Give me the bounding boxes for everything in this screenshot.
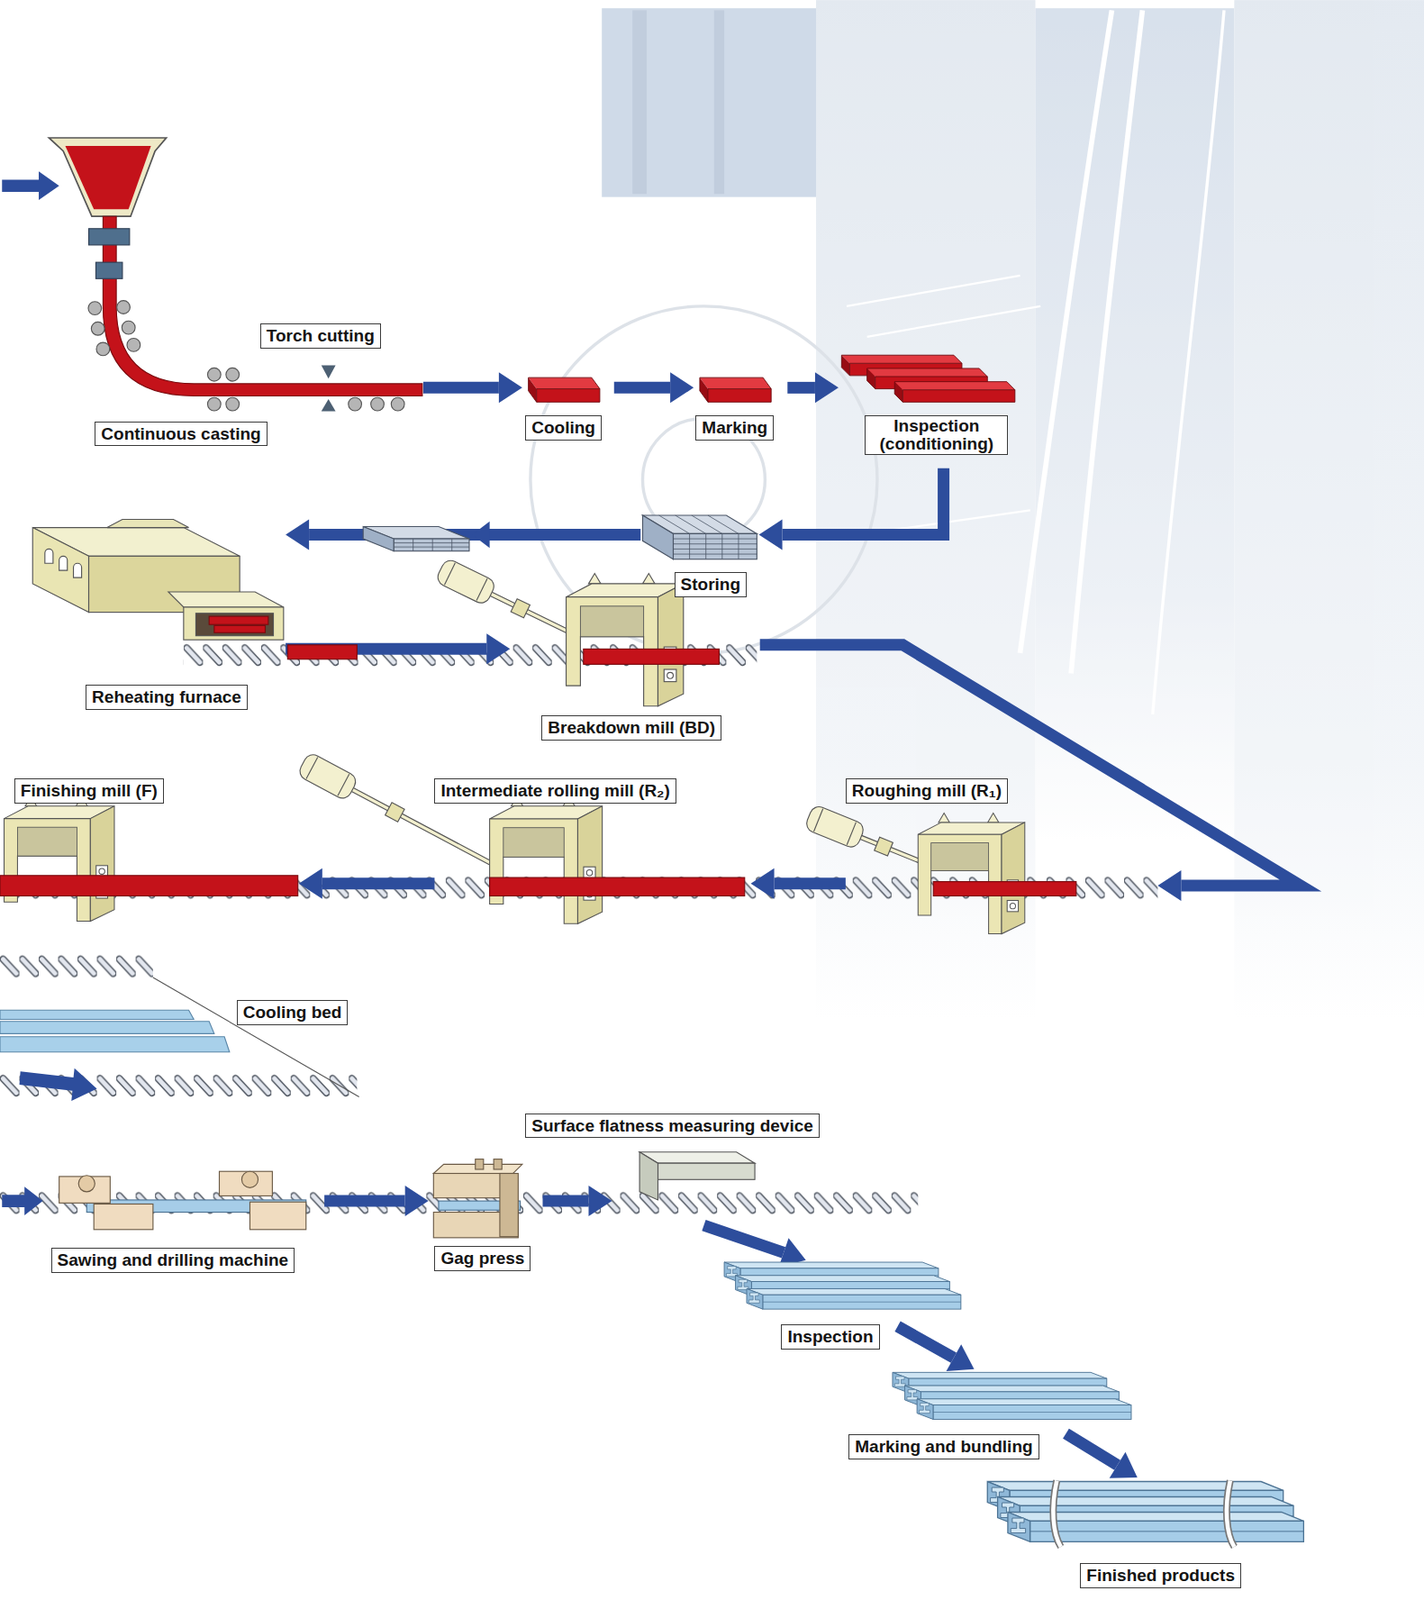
arrow-head — [285, 518, 309, 550]
stage-label: Breakdown mill (BD) — [541, 715, 722, 741]
rail-stacks — [724, 1261, 1304, 1547]
slabs — [528, 354, 1016, 402]
stage-label: Finishing mill (F) — [14, 778, 164, 804]
continuous-caster — [48, 137, 423, 412]
stage-label: Intermediate rolling mill (R₂) — [434, 778, 676, 804]
arrow-head — [815, 371, 839, 403]
sawing-machine — [59, 1170, 307, 1230]
slab-stacks — [362, 515, 757, 560]
flow-arrow — [299, 868, 436, 899]
stage-label: Inspection — [780, 1324, 880, 1350]
arrow-head — [751, 868, 775, 899]
process-stage: Continuous casting — [48, 137, 424, 451]
flow-arrow — [542, 1185, 612, 1216]
arrow-head — [405, 1185, 429, 1216]
process-stage: Cooling — [522, 371, 615, 444]
arrow-head — [589, 1185, 613, 1216]
arrow-shaft — [897, 1325, 954, 1358]
arrow-head — [1157, 870, 1181, 901]
flatness-device — [639, 1151, 755, 1200]
flow-arrow — [703, 1224, 806, 1267]
arrow-shaft — [324, 1194, 406, 1207]
arrow-head — [670, 371, 694, 403]
gag-press — [433, 1159, 523, 1238]
part-label: Torch cutting — [260, 323, 381, 349]
process-stage: Cooling bed — [1, 948, 363, 1102]
arrow-shaft — [322, 877, 436, 889]
arrow-head — [1109, 1451, 1138, 1479]
process-stage: Sawing and drilling machine — [48, 1164, 325, 1278]
arrow-head — [946, 1343, 975, 1371]
cooling-bed-rails — [0, 1009, 230, 1052]
flow-arrow — [285, 633, 510, 664]
process-stage: Inspection (conditioning) — [838, 352, 1017, 469]
stage-label: Gag press — [434, 1245, 531, 1271]
process-stage: Finished products — [984, 1477, 1307, 1592]
stage-label: Inspection (conditioning) — [864, 415, 1008, 455]
mill-stands — [0, 573, 1077, 935]
process-stage: Reheating furnace — [30, 522, 286, 715]
arrow-shaft — [1065, 1433, 1117, 1465]
stage-label: Sawing and drilling machine — [51, 1247, 296, 1273]
process-stage: Gag press — [428, 1160, 544, 1276]
incoming-arrows — [1, 171, 490, 1216]
process-stage: Inspection — [722, 1260, 898, 1354]
arrow-shaft — [614, 381, 671, 394]
arrow-shaft — [542, 1194, 589, 1207]
process-stage: Roughing mill (R₁) — [845, 777, 1159, 936]
flow-arrow — [759, 468, 944, 551]
stage-label: Cooling — [525, 415, 602, 441]
flow-arrow — [423, 371, 523, 403]
flow-arrow — [897, 1325, 975, 1371]
stage-label: Marking and bundling — [848, 1433, 1039, 1460]
process-stage: Marking — [693, 371, 788, 444]
stage-label: Reheating furnace — [85, 684, 248, 710]
process-stage: Finishing mill (F) — [8, 777, 300, 926]
label-holder: Torch cutting — [0, 0, 121, 26]
arrow-shaft — [787, 381, 816, 394]
stage-label: Continuous casting — [94, 421, 267, 447]
reheating-furnace — [32, 519, 357, 660]
stage-label: Finished products — [1079, 1562, 1242, 1588]
arrow-shaft — [703, 1224, 784, 1252]
process-stage: Surface flatness measuring device — [612, 1113, 924, 1226]
mill-motors — [296, 557, 927, 879]
stage-label: Marking — [695, 415, 774, 441]
arrow-head — [498, 371, 523, 403]
arrow-head — [486, 633, 510, 664]
flow-arrow — [787, 371, 839, 403]
flow-arrow — [760, 644, 1301, 901]
stage-label: Cooling bed — [236, 999, 349, 1025]
process-stage: Breakdown mill (BD) — [509, 555, 760, 745]
arrow-head — [299, 868, 323, 899]
arrow-shaft — [423, 381, 499, 394]
process-stage: Marking and bundling — [846, 1369, 1066, 1463]
flow-arrow — [324, 1185, 429, 1216]
stage-label: Surface flatness measuring device — [525, 1113, 820, 1139]
stage-label: Storing — [674, 571, 748, 598]
process-stage: Storing — [640, 509, 759, 602]
flow-arrow — [751, 868, 846, 899]
photo-backdrop — [530, 0, 1424, 1021]
flow-arrow — [614, 371, 694, 403]
flow-arrow — [1065, 1433, 1137, 1479]
process-stage: Intermediate rolling mill (R₂) — [434, 777, 751, 926]
arrow-shaft — [760, 644, 1301, 886]
arrow-shaft — [774, 877, 846, 889]
roller-tables — [0, 640, 1158, 1217]
arrow-shaft — [782, 468, 944, 536]
arrow-head — [759, 518, 783, 550]
stage-label: Roughing mill (R₁) — [845, 778, 1008, 804]
